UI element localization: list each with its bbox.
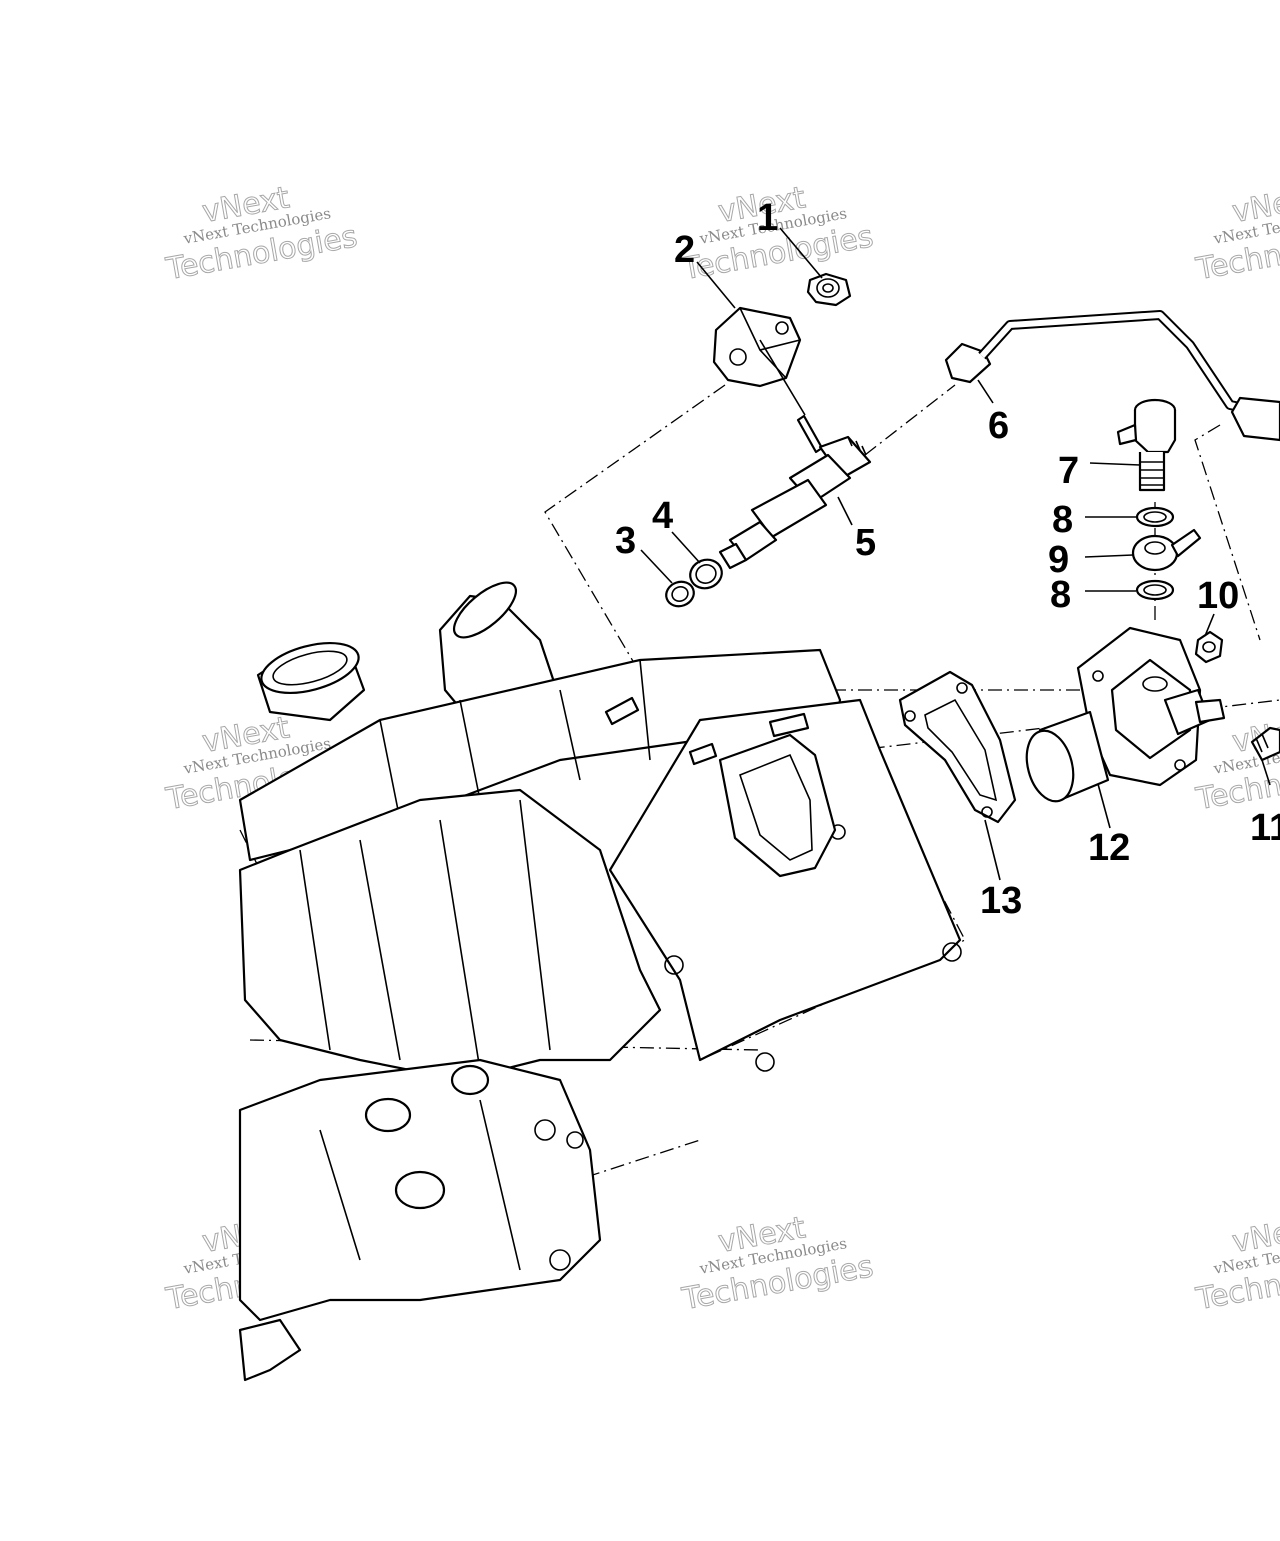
part-11-stud [1250,726,1280,762]
watermark-top-right: vNext vNext Technologies Technologies [1193,180,1280,288]
callout-5: 5 [855,522,876,564]
callout-9: 9 [1048,539,1069,581]
engine-block [238,581,962,1382]
watermark-top-center: vNext vNext Technologies Technologies [679,180,877,288]
callout-1: 1 [757,197,778,239]
part-3-seal [665,580,695,608]
callout-10: 10 [1197,575,1239,617]
part-2-clamp [712,306,806,416]
callout-2: 2 [674,229,695,271]
part-5-injector [718,414,872,570]
part-6-fuel-line [944,310,1280,442]
part-13-gasket [898,670,1017,824]
callout-12: 12 [1088,827,1130,869]
callout-3: 3 [615,520,636,562]
callout-6: 6 [988,405,1009,447]
callout-7: 7 [1058,450,1079,492]
part-12-pump [1025,626,1226,803]
part-7-banjo-bolt [1116,398,1177,492]
part-9-banjo-fitting [1131,528,1202,572]
callout-8-bottom: 8 [1050,574,1071,616]
part-10-nut [1194,630,1224,664]
part-4-seal [689,558,723,590]
part-1-nut [806,272,852,307]
callout-13: 13 [980,880,1022,922]
watermark-bottom-center: vNext vNext Technologies Technologies [679,1210,877,1318]
part-8-washer-bottom [1135,579,1175,601]
leader-lines [640,227,1271,881]
watermark-bottom-right: vNext vNext Technologies Technologies [1193,1210,1280,1318]
callout-8-top: 8 [1052,499,1073,541]
callout-labels: 1 2 3 4 5 6 7 8 9 8 10 11 12 13 [615,197,1280,922]
callout-4: 4 [652,495,673,537]
watermark-top-left: vNext vNext Technologies Technologies [163,180,361,288]
callout-11: 11 [1250,807,1280,849]
part-8-washer-top [1135,506,1175,528]
